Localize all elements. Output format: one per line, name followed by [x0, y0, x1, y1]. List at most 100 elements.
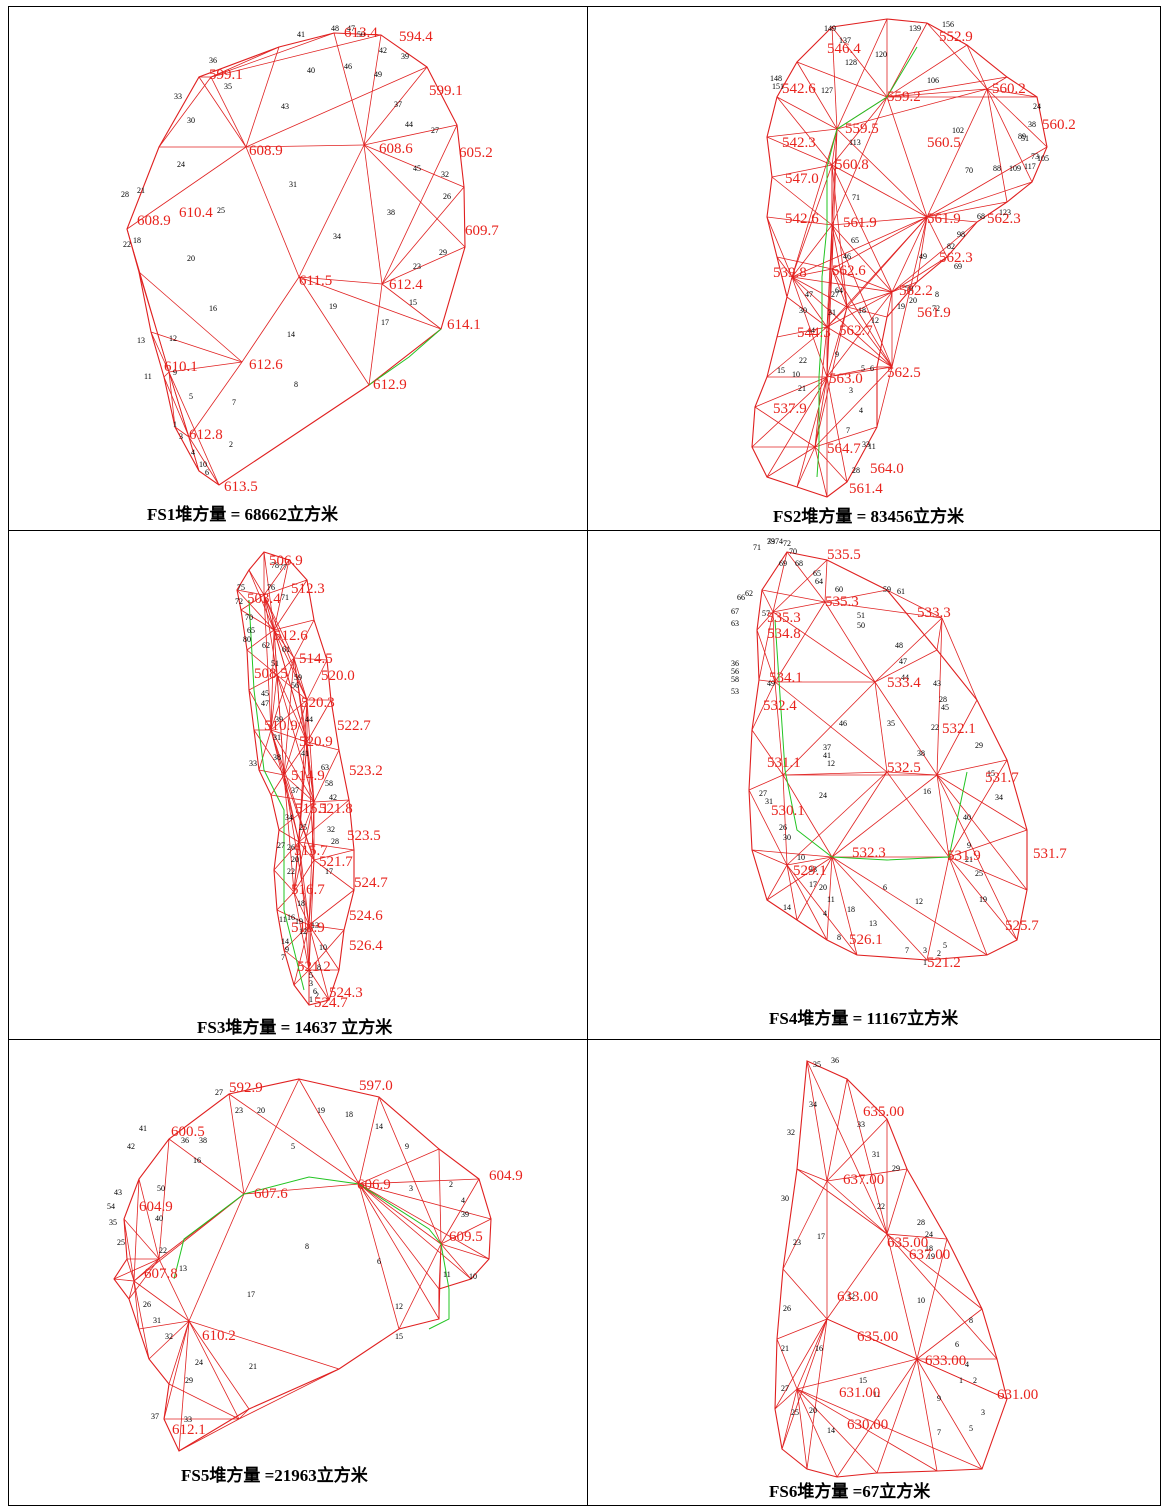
tin-edge	[270, 729, 315, 861]
point-label: 70	[965, 166, 973, 175]
tin-edge	[936, 759, 1008, 776]
tin-edge	[313, 849, 355, 861]
elevation-value: 533.3	[917, 605, 951, 621]
elevation-value: 552.9	[939, 29, 973, 45]
tin-edge	[283, 774, 300, 843]
tin-edge	[158, 1258, 190, 1322]
elevation-value: 521.2	[927, 955, 961, 971]
tin-edge	[886, 22, 928, 98]
tin-edge	[263, 594, 278, 676]
tin-edge	[298, 841, 310, 971]
point-label: 31	[828, 308, 836, 317]
tin-edge	[245, 144, 365, 148]
point-label: 34	[285, 813, 293, 822]
tin-edge	[814, 446, 848, 483]
point-label: 120	[875, 50, 887, 59]
elevation-value: 605.2	[459, 145, 493, 161]
point-label: 31	[872, 1150, 880, 1159]
point-label: 7	[905, 946, 909, 955]
tin-edge	[188, 1320, 250, 1410]
point-label: 29	[439, 248, 447, 257]
point-label: 48	[895, 641, 903, 650]
tin-edge	[298, 799, 350, 843]
tin-edge	[886, 291, 893, 318]
point-label: 23	[235, 1106, 243, 1115]
elevation-value: 560.8	[835, 157, 869, 173]
tin-edge	[831, 216, 928, 226]
point-label: 76	[267, 583, 275, 592]
tin-edge	[836, 88, 988, 130]
point-label: 35	[813, 1060, 821, 1069]
point-label: 28	[852, 466, 860, 475]
elevation-value: 521.8	[319, 801, 353, 817]
tin-edge	[966, 44, 988, 90]
elevation-value: 532.1	[942, 721, 976, 737]
tin-edge	[133, 1280, 150, 1360]
point-label: 25	[975, 869, 983, 878]
point-label: 72	[783, 539, 791, 548]
tin-edge	[263, 551, 275, 631]
tin-edge	[293, 969, 310, 986]
tin-edge	[198, 76, 247, 148]
point-label: 31	[153, 1316, 161, 1325]
tin-edge	[826, 326, 893, 368]
point-label: 22	[799, 356, 807, 365]
tin-edge	[283, 741, 308, 776]
tin-edge	[293, 657, 315, 803]
point-label: 11	[279, 915, 287, 924]
elevation-value: 531.1	[767, 755, 801, 771]
point-label: 16	[209, 304, 217, 313]
point-label: 65	[813, 569, 821, 578]
point-label: 22	[877, 1202, 885, 1211]
point-label: 9	[285, 945, 289, 954]
elevation-value: 535.3	[825, 594, 859, 610]
tin-edge	[276, 674, 308, 743]
tin-edge	[128, 1280, 135, 1300]
tin-edge	[168, 1138, 245, 1195]
point-label: 3	[409, 1184, 413, 1193]
point-label: 21	[781, 1344, 789, 1353]
elevation-value: 522.7	[337, 718, 371, 734]
point-label: 16	[923, 787, 931, 796]
tin-edge	[245, 46, 280, 148]
tin-edge	[756, 611, 774, 631]
tin-edge	[771, 176, 833, 226]
elevation-value: 526.1	[849, 932, 883, 948]
elevation-value: 525.7	[1005, 918, 1039, 934]
elevation-value: 506.9	[269, 553, 303, 569]
point-label: 22	[159, 1246, 167, 1255]
tin-edge	[188, 1320, 340, 1370]
tin-edge	[298, 276, 442, 330]
point-label: 78	[271, 561, 279, 570]
tin-edge	[774, 681, 784, 776]
tin-edge	[886, 44, 968, 98]
point-label: 50	[357, 30, 365, 39]
point-label: 41	[139, 1124, 147, 1133]
tin-edge	[210, 32, 335, 78]
tin-edge	[781, 1318, 828, 1450]
point-label: 17	[247, 1290, 255, 1299]
tin-edge	[748, 774, 784, 791]
point-label: 38	[199, 1136, 207, 1145]
point-label: 27	[781, 1384, 789, 1393]
elevation-value: 612.4	[389, 277, 423, 293]
point-label: 56	[291, 681, 299, 690]
elevation-value: 514.9	[291, 768, 325, 784]
tin-edge	[831, 224, 848, 308]
point-label: 12	[395, 1302, 403, 1311]
tin-edge	[293, 891, 310, 926]
elevation-value: 560.5	[927, 135, 961, 151]
elevation-value: 609.7	[465, 223, 499, 239]
tin-edge	[293, 657, 328, 661]
tin-edge	[381, 246, 466, 285]
point-label: 41	[297, 30, 305, 39]
tin-edge	[138, 271, 243, 363]
tin-edge	[298, 276, 370, 386]
tin-edge	[831, 164, 928, 218]
elevation-value: 600.5	[171, 1124, 205, 1140]
tin-edge	[363, 34, 382, 146]
triangulation-edges-fs2	[751, 18, 1048, 498]
tin-edge	[936, 774, 950, 858]
point-label: 10	[917, 1296, 925, 1305]
